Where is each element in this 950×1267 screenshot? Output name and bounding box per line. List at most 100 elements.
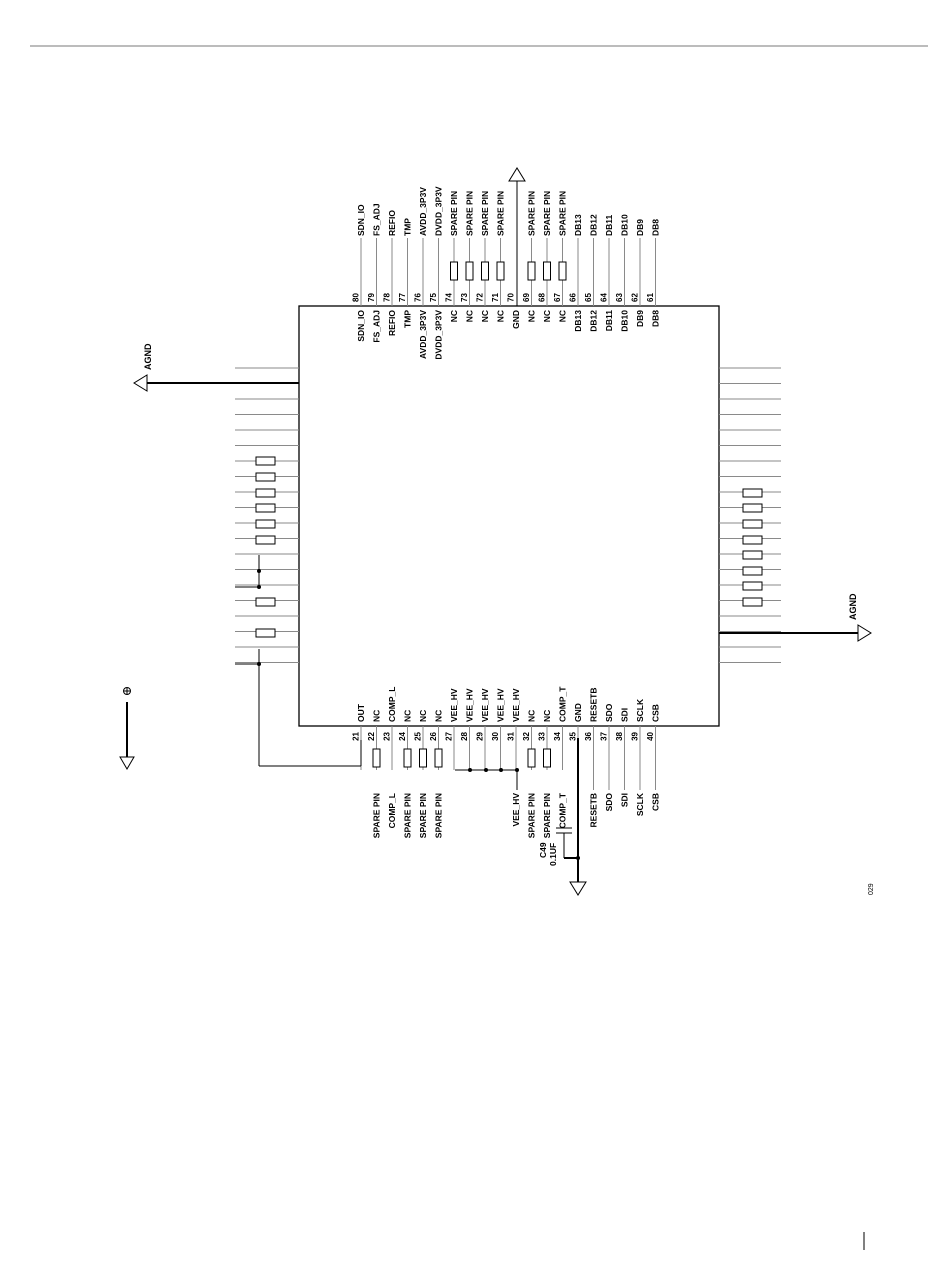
bottom-pin-number: 36	[584, 731, 593, 740]
spare-pin-resistor	[543, 748, 551, 768]
top-pin-net-label: DB13	[573, 214, 583, 236]
bottom-pin-number: 35	[569, 731, 578, 740]
top-pin-internal-label: DB10	[620, 310, 630, 332]
top-pin-net-label: SPARE PIN	[496, 191, 506, 236]
bottom-pin-internal-label: NC	[542, 710, 552, 722]
bottom-pin-internal-label: GND	[573, 703, 583, 722]
left-junction-a1	[257, 569, 261, 573]
bottom-pin-number: 33	[538, 731, 547, 740]
bottom-pin-internal-label: SDI	[620, 708, 630, 722]
ic-body	[298, 305, 720, 727]
top-pin-number: 68	[538, 293, 547, 302]
bottom-pin-net-label: SPARE PIN	[372, 793, 382, 838]
gnd-junction-bottom	[576, 856, 580, 860]
ground-arrow-left-icon	[119, 756, 135, 770]
top-pin-net-label: DB11	[604, 214, 614, 236]
spare-pin-resistor	[527, 261, 536, 281]
top-pin-number: 78	[383, 293, 392, 302]
bottom-pin-internal-label: SDO	[604, 703, 614, 722]
out-junction	[257, 662, 261, 666]
gnd-arrow-bottom-icon	[569, 881, 587, 896]
bottom-pin-number: 37	[600, 731, 609, 740]
bottom-pin-internal-label: NC	[418, 710, 428, 722]
spare-pin-resistor	[481, 261, 489, 281]
top-pin-net-label: DB12	[589, 214, 599, 236]
bottom-pin-number: 24	[398, 731, 407, 740]
bottom-pin-number: 25	[414, 731, 423, 740]
bottom-pin-internal-label: VEE_HV	[465, 688, 475, 722]
top-pin-number: 72	[476, 293, 485, 302]
top-pin-internal-label: DB9	[635, 310, 645, 327]
bottom-pin-internal-label: NC	[403, 710, 413, 722]
top-pin-net-label: SDN_IO	[356, 204, 366, 236]
bottom-pin-net-label: SPARE PIN	[403, 793, 413, 838]
bottom-pin-number: 32	[522, 731, 531, 740]
spare-pin-resistor	[372, 748, 381, 768]
top-pin-internal-label: DB8	[651, 310, 661, 327]
bottom-pin-number: 39	[631, 731, 640, 740]
bottom-pin-internal-label: COMP_T	[558, 686, 568, 722]
top-pin-number: 77	[398, 293, 407, 302]
cap-ref-label: C49	[538, 842, 548, 858]
spare-pin-resistor	[527, 748, 536, 768]
top-pin-net-label: AVDD_3P3V	[418, 187, 428, 236]
bottom-pin-net-label: CSB	[651, 793, 661, 811]
top-pin-net-label: SPARE PIN	[480, 191, 490, 236]
bottom-pin-net-label: RESETB	[589, 793, 599, 827]
top-pin-internal-label: REFIO	[387, 310, 397, 336]
agnd-label-right: AGND	[848, 593, 858, 620]
spare-pin-resistor	[558, 261, 567, 281]
top-pin-net-label: DB9	[635, 219, 645, 236]
spare-pin-resistor	[742, 597, 763, 607]
top-pin-number: 61	[646, 293, 655, 302]
top-pin-number: 79	[367, 293, 376, 302]
top-pin-number: 73	[460, 293, 469, 302]
top-pin-internal-label: DB11	[604, 310, 614, 332]
top-pin-internal-label: TMP	[403, 310, 413, 328]
bottom-pin-number: 28	[460, 731, 469, 740]
bottom-pin-net-label: SDO	[604, 793, 614, 812]
bottom-pin-internal-label: VEE_HV	[496, 688, 506, 722]
bottom-pin-internal-label: NC	[434, 710, 444, 722]
bottom-pin-internal-label: NC	[372, 710, 382, 722]
spare-pin-resistor	[465, 261, 474, 281]
top-pin-number: 65	[584, 293, 593, 302]
top-pin-number: 74	[445, 293, 454, 302]
top-pin-net-label: DB8	[651, 219, 661, 236]
bottom-pin-number: 26	[429, 731, 438, 740]
top-pin-number: 63	[615, 293, 624, 302]
bottom-pin-internal-label: RESETB	[589, 688, 599, 722]
bottom-pin-net-label: SDI	[620, 793, 630, 807]
top-pin-number: 70	[507, 293, 516, 302]
spare-pin-resistor	[255, 519, 276, 529]
top-pin-internal-label: NC	[496, 310, 506, 322]
top-pin-number: 62	[631, 293, 640, 302]
vee-junction-1	[468, 768, 472, 772]
spare-pin-resistor	[450, 261, 458, 281]
bottom-pin-number: 38	[615, 731, 624, 740]
top-pin-number: 76	[414, 293, 423, 302]
top-pin-internal-label: NC	[558, 310, 568, 322]
top-pin-net-label: TMP	[403, 218, 413, 236]
top-pin-net-label: SPARE PIN	[527, 191, 537, 236]
bottom-pin-number: 23	[383, 731, 392, 740]
bottom-pin-number: 30	[491, 731, 500, 740]
spare-pin-resistor	[742, 550, 763, 560]
top-pin-internal-label: NC	[480, 310, 490, 322]
spare-pin-resistor	[496, 261, 505, 281]
figure-id: 029	[868, 883, 875, 895]
spare-pin-resistor	[255, 488, 276, 498]
spare-pin-resistor	[742, 503, 763, 513]
spare-pin-resistor	[255, 597, 276, 607]
top-pin-number: 80	[352, 293, 361, 302]
top-pin-internal-label: DVDD_3P3V	[434, 310, 444, 360]
spare-pin-resistor	[742, 581, 763, 591]
top-pin-internal-label: AVDD_3P3V	[418, 310, 428, 359]
top-pin-net-label: REFIO	[387, 210, 397, 236]
top-pin-internal-label: FS_ADJ	[372, 310, 382, 343]
top-pin-number: 71	[491, 293, 500, 302]
spare-pin-resistor	[255, 628, 276, 638]
top-pin-internal-label: SDN_IO	[356, 310, 366, 342]
